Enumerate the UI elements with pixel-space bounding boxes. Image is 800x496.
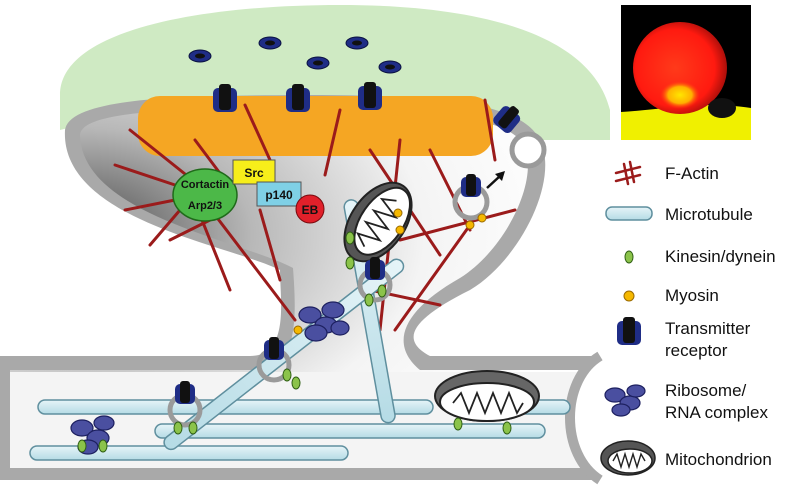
cortactin-arp23-complex — [172, 168, 238, 222]
legend-myosin: Myosin — [665, 286, 719, 305]
mitochondrion-icon — [600, 440, 656, 476]
arrow-icon — [486, 171, 505, 189]
shaft-cut-edge — [570, 356, 800, 496]
receptor — [493, 106, 521, 133]
receptor-icon — [617, 317, 641, 345]
legend-mitochondrion: Mitochondrion — [665, 450, 772, 469]
legend-microtubule: Microtubule — [665, 205, 753, 224]
shaft-cut-line — [565, 351, 603, 485]
arp23-label: Arp2/3 — [188, 200, 222, 212]
legend-ribosome-line2: RNA complex — [665, 403, 768, 422]
microtubule — [37, 399, 434, 415]
eb-circle — [295, 194, 325, 224]
shaft-mitochondrion — [434, 370, 540, 422]
legend-receptor-line2: receptor — [665, 341, 728, 360]
kinesin-icon — [624, 250, 634, 264]
legend-f-actin: F-Actin — [665, 164, 719, 183]
microtubule — [154, 423, 546, 439]
eb-label: EB — [302, 203, 319, 217]
myosin-icon — [623, 290, 635, 302]
postsynaptic-density — [138, 96, 493, 156]
vesicle-receptors — [175, 174, 481, 404]
fluorescence-inset — [621, 5, 751, 140]
receptor — [213, 84, 237, 112]
membrane-receptors — [213, 82, 521, 133]
legend-kinesin: Kinesin/dynein — [665, 247, 776, 266]
receptor — [286, 84, 310, 112]
microtubule-icon — [605, 206, 653, 221]
spine-mitochondrion — [343, 181, 413, 263]
kinesin-motors — [77, 231, 512, 453]
receptor — [358, 82, 382, 110]
legend-receptor-line1: Transmitter — [665, 319, 751, 338]
p140-label: p140 — [265, 188, 293, 202]
src-box — [232, 159, 276, 185]
exocytosis-vesicle — [509, 131, 547, 169]
cortactin-label: Cortactin — [181, 179, 230, 191]
microtubule — [29, 445, 349, 461]
myosin-dots — [293, 208, 487, 335]
legend-ribosome-line1: Ribosome/ — [665, 381, 747, 400]
src-label: Src — [244, 166, 264, 180]
p140-box — [256, 181, 302, 207]
f-actin-icon — [614, 160, 642, 186]
ribosome-icon — [604, 384, 646, 417]
